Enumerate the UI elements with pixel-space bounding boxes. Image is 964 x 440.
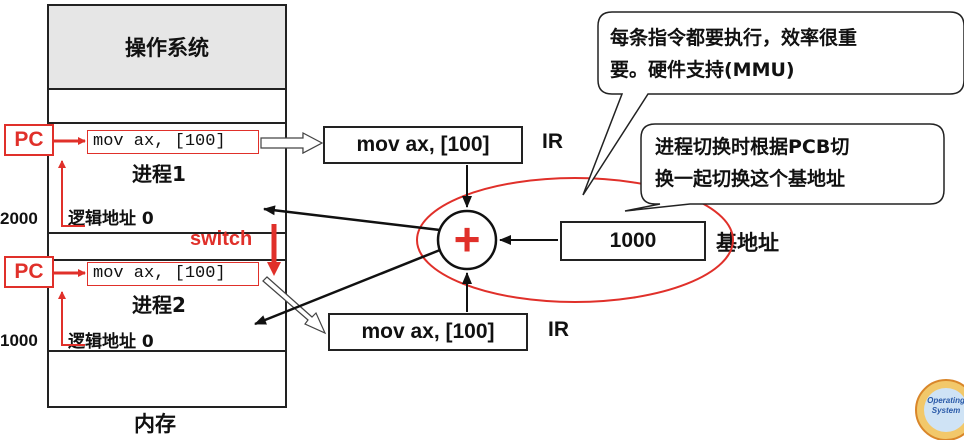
- memory-label: 内存: [134, 412, 176, 436]
- ir-register-top: mov ax, [100]: [323, 126, 523, 164]
- os-region: [49, 6, 285, 90]
- address-1000: 1000: [0, 331, 38, 350]
- logical-address-label: 逻辑地址 0: [68, 332, 154, 352]
- process1-label: 进程1: [132, 162, 186, 186]
- switch-label: switch: [190, 228, 253, 250]
- divider: [49, 259, 285, 261]
- fetch-arrow-top-body: [260, 132, 324, 154]
- callout-mid-line: 进程切换时根据PCB切: [655, 136, 850, 158]
- logo-text: Operating System: [927, 396, 964, 415]
- instruction-process2: mov ax, [100]: [87, 262, 259, 286]
- pc-feedback-line: [58, 160, 85, 227]
- switch-arrowhead: [267, 262, 281, 276]
- callout-mid-text: 进程切换时根据PCB切 换一起切换这个基地址: [655, 131, 849, 195]
- callout-mid-shape: [624, 123, 945, 212]
- pc-feedback-line: [58, 291, 85, 346]
- ir-label-top: IR: [542, 130, 563, 153]
- callout-top-line: 要。硬件支持(MMU): [610, 59, 795, 81]
- instruction-process1: mov ax, [100]: [87, 130, 259, 154]
- divider: [49, 350, 285, 352]
- ir-label-bottom: IR: [548, 318, 569, 341]
- address-2000: 2000: [0, 209, 38, 228]
- adder-circle: [436, 209, 498, 271]
- base-register-label: 基地址: [716, 231, 779, 255]
- callout-mid-line: 换一起切换这个基地址: [655, 168, 846, 190]
- os-label: 操作系统: [125, 36, 209, 60]
- fetch-arrow-bottom: [262, 276, 327, 335]
- pc-register-1: PC: [4, 124, 54, 156]
- process2-label: 进程2: [132, 293, 186, 317]
- callout-top-shape: [582, 11, 964, 196]
- os-logo: [915, 379, 964, 440]
- logical-address-label: 逻辑地址 0: [68, 209, 154, 229]
- adder-plus-symbol: +: [453, 213, 481, 265]
- base-register: 1000: [560, 221, 706, 261]
- mmu-ellipse: [416, 177, 734, 303]
- callout-top-text: 每条指令都要执行，效率很重 要。硬件支持(MMU): [610, 22, 857, 86]
- callout-top-line: 每条指令都要执行，效率很重: [610, 27, 858, 49]
- physical-address-arrow: [254, 248, 441, 326]
- memory-column: [47, 4, 287, 408]
- pc-register-2: PC: [4, 256, 54, 288]
- physical-address-arrow: [263, 205, 441, 232]
- ir-register-bottom: mov ax, [100]: [328, 313, 528, 351]
- divider: [49, 232, 285, 234]
- divider: [49, 122, 285, 124]
